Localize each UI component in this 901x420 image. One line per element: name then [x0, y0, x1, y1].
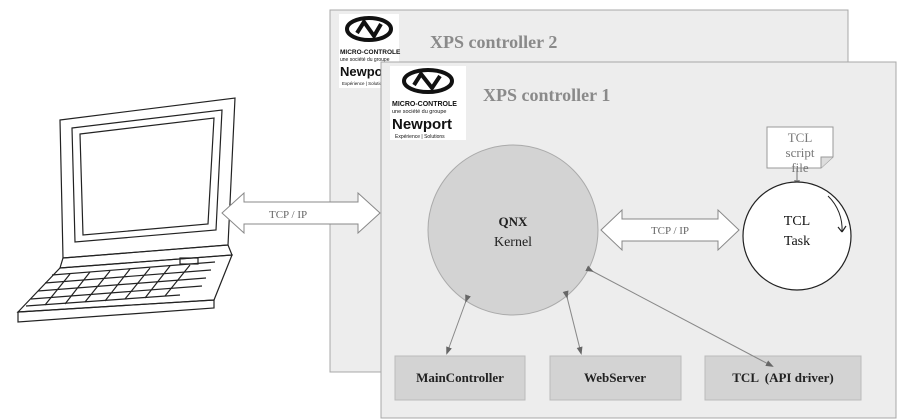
controller-2-title: XPS controller 2: [430, 32, 557, 52]
tcl-api-driver-box: TCL (API driver): [704, 355, 862, 401]
logo-line2: une société du groupe: [392, 109, 446, 115]
controller-1-logo: MICRO-CONTROLE une société du groupe New…: [390, 66, 466, 140]
logo-tagline: Expérience | Solutions: [342, 81, 387, 86]
tcl-api-driver-label: TCL (API driver): [732, 370, 833, 385]
qnx-title: QNX: [499, 214, 529, 229]
logo-brand: Newport: [340, 64, 393, 79]
tcp-ip-task-arrow: TCP / IP: [600, 208, 740, 252]
main-controller-label: MainController: [416, 370, 504, 385]
tcl-script-file: TCL script file: [766, 126, 834, 175]
laptop-illustration: [16, 97, 236, 323]
qnx-kernel-node: QNX Kernel: [427, 144, 599, 316]
logo-line1: MICRO-CONTROLE: [392, 101, 457, 108]
script-file-line3: file: [791, 160, 809, 175]
qnx-subtitle: Kernel: [494, 235, 532, 250]
main-controller-box: MainController: [394, 355, 526, 401]
controller-1-title: XPS controller 1: [483, 85, 610, 105]
kernel-web-connector: [562, 290, 583, 355]
script-file-line1: TCL: [788, 130, 813, 145]
task-link-label: TCP / IP: [651, 225, 689, 237]
tcl-task-line1: TCL: [784, 214, 810, 229]
script-file-line2: script: [786, 145, 815, 160]
tcl-task-node: TCL Task: [742, 181, 852, 291]
pc-link-label: TCP / IP: [269, 209, 307, 221]
logo-line1: MICRO-CONTROLE: [340, 49, 401, 56]
kernel-tcl-api-connector: [585, 265, 774, 367]
tcp-ip-link-arrow: TCP / IP: [221, 191, 381, 235]
controller-2-logo: MICRO-CONTROLE une société du groupe New…: [339, 14, 401, 88]
logo-tagline: Expérience | Solutions: [395, 134, 445, 140]
logo-brand: Newport: [392, 116, 452, 133]
tcl-task-line2: Task: [784, 234, 810, 249]
webserver-label: WebServer: [584, 370, 646, 385]
logo-line2: une société du groupe: [340, 57, 390, 63]
webserver-box: WebServer: [549, 355, 682, 401]
kernel-main-connector: [446, 294, 471, 355]
